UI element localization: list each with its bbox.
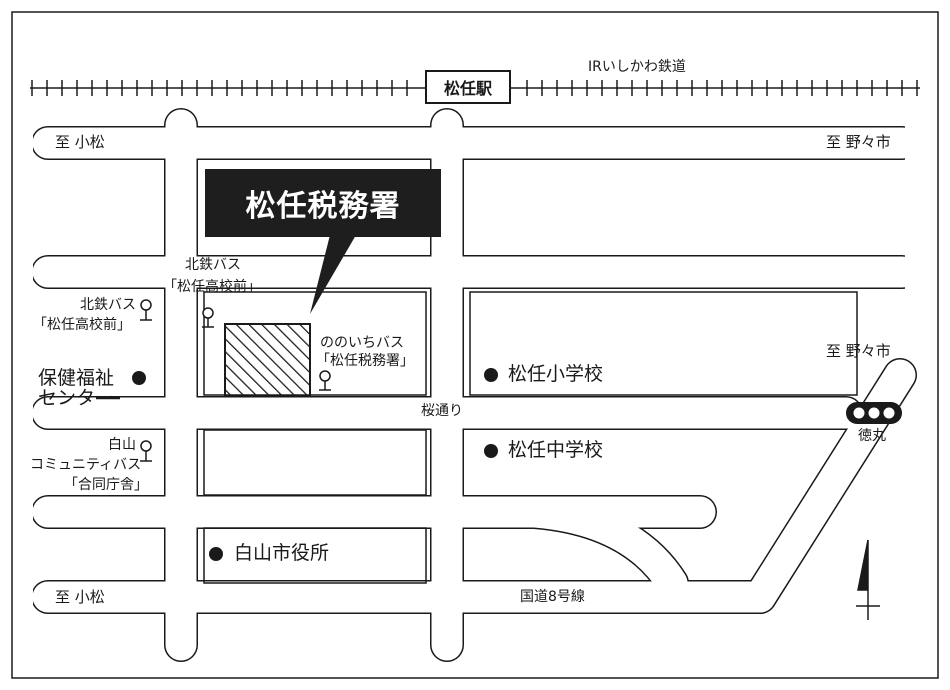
bus-stop-icons [140,299,331,462]
landmark-city-hall: 白山市役所 [234,542,330,564]
city-blocks [203,291,858,584]
landmark-dot-icon [484,368,498,382]
callout-pointer [310,235,356,314]
busstop-hokutetsu-left-line1: 北鉄バス [80,297,136,313]
dest-nonoichi-top: 至 野々市 [826,133,891,151]
busstop-hokutetsu-top-line1: 北鉄バス [185,257,241,273]
busstop-nonoichi-line1: ののいちバス [320,335,404,351]
street-route8: 国道8号線 [520,589,585,605]
busstop-hokutetsu-left-line2: 「松任高校前」 [33,317,131,333]
dest-komatsu-bottom: 至 小松 [55,588,105,606]
landmark-elementary: 松任小学校 [508,363,604,385]
landmark-dot-icon [484,444,498,458]
busstop-hokutetsu-top-line2: 「松任高校前」 [163,279,261,295]
tokumaru-label: 徳丸 [858,428,886,444]
busstop-hakusan-line3: 「合同庁舎」 [64,477,148,493]
busstop-hakusan-line1: 白山 [108,437,136,453]
north-arrow-icon [856,539,880,620]
bus-stop-icon [202,307,214,328]
traffic-signal-icon [846,402,902,424]
station-label: 松任駅 [425,70,511,104]
tax-office-callout: 松任税務署 [205,169,441,237]
busstop-hakusan-line2: コミュニティバス [30,457,142,473]
railway-label: IRいしかわ鉄道 [588,59,686,75]
bus-stop-icon [140,299,152,321]
tax-office-building [224,323,311,397]
landmark-hoken-line1: 保健福祉 [38,367,115,389]
bus-stop-icon [319,370,331,391]
landmark-hoken-line2: センター [38,387,115,409]
landmark-dots [132,368,498,561]
dest-komatsu-top: 至 小松 [55,133,105,151]
bus-stop-icon [140,440,152,462]
dest-nonoichi-diag: 至 野々市 [826,342,891,360]
street-sakura: 桜通り [421,403,463,419]
landmark-dot-icon [209,547,223,561]
landmark-dot-icon [132,371,146,385]
road-fills [32,109,918,661]
map-frame [11,11,939,679]
landmark-junior-high: 松任中学校 [508,439,604,461]
busstop-nonoichi-line2: 「松任税務署」 [316,353,414,369]
